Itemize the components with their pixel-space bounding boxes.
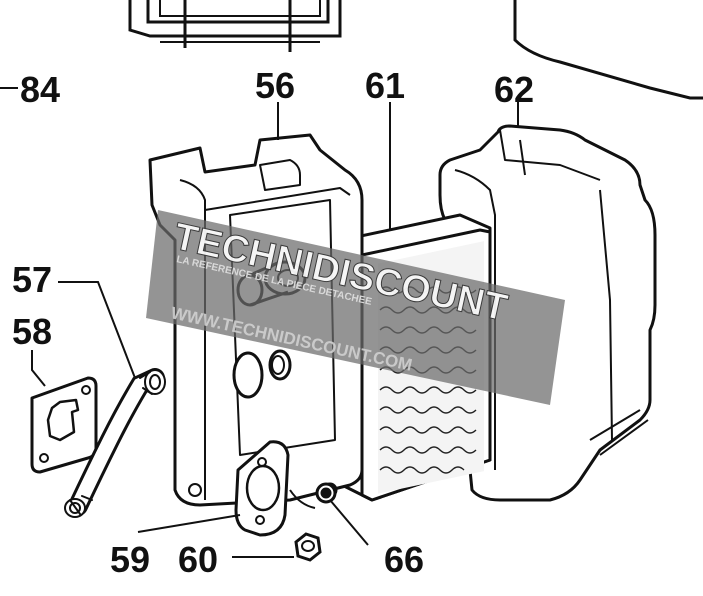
engine-housing-outline	[513, 0, 703, 100]
fitting	[289, 482, 337, 509]
part-label-59: 59	[110, 539, 150, 580]
part-label-62: 62	[494, 69, 534, 110]
part-label-84: 84	[20, 69, 60, 110]
part-label-57: 57	[12, 259, 52, 300]
small-gasket	[30, 376, 98, 474]
leader-lines	[0, 87, 519, 558]
leader-59	[137, 514, 241, 533]
part-label-58: 58	[12, 311, 52, 352]
leader-57	[58, 281, 136, 379]
part-label-66: 66	[384, 539, 424, 580]
part-label-56: 56	[255, 65, 295, 106]
part-numbers: 84 56 61 62 57 58 59 60 66	[12, 65, 534, 580]
part-label-61: 61	[365, 65, 405, 106]
top-grille-fragment	[128, 0, 342, 52]
watermark-band	[146, 210, 565, 405]
leader-66	[329, 499, 369, 546]
intake-gasket	[234, 440, 290, 537]
nut	[294, 532, 322, 562]
part-label-60: 60	[178, 539, 218, 580]
leader-58	[31, 350, 46, 387]
breather-hose	[64, 368, 166, 518]
